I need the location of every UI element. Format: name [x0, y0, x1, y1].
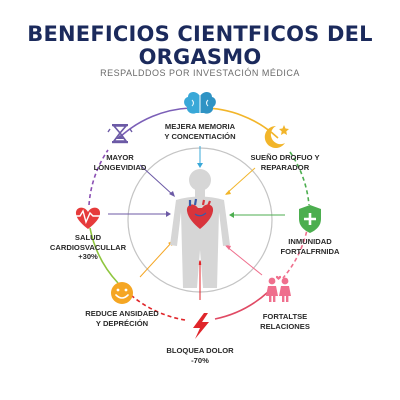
hourglass-icon: [107, 124, 133, 144]
couple-icon: [266, 275, 291, 302]
brain-icon: [184, 91, 216, 114]
heart-pulse-icon: [72, 207, 104, 229]
moon-icon: [264, 125, 289, 148]
shield-icon: [299, 205, 321, 233]
subtitle: RESPALDDOS POR INVESTACIÓN MÉDICA: [100, 68, 300, 78]
title-line-2: ORGASMO: [138, 45, 262, 69]
label-pain: BLOQUEA DOLOR-70%: [166, 346, 234, 365]
body-silhouette: [170, 169, 230, 288]
smile-icon: [111, 282, 133, 304]
lightning-icon: [193, 313, 209, 339]
connector-arrows: [108, 146, 285, 300]
anatomical-heart-icon: [186, 198, 214, 229]
title-line-1: BENEFICIOS CIENTFICOS DEL: [27, 22, 373, 46]
